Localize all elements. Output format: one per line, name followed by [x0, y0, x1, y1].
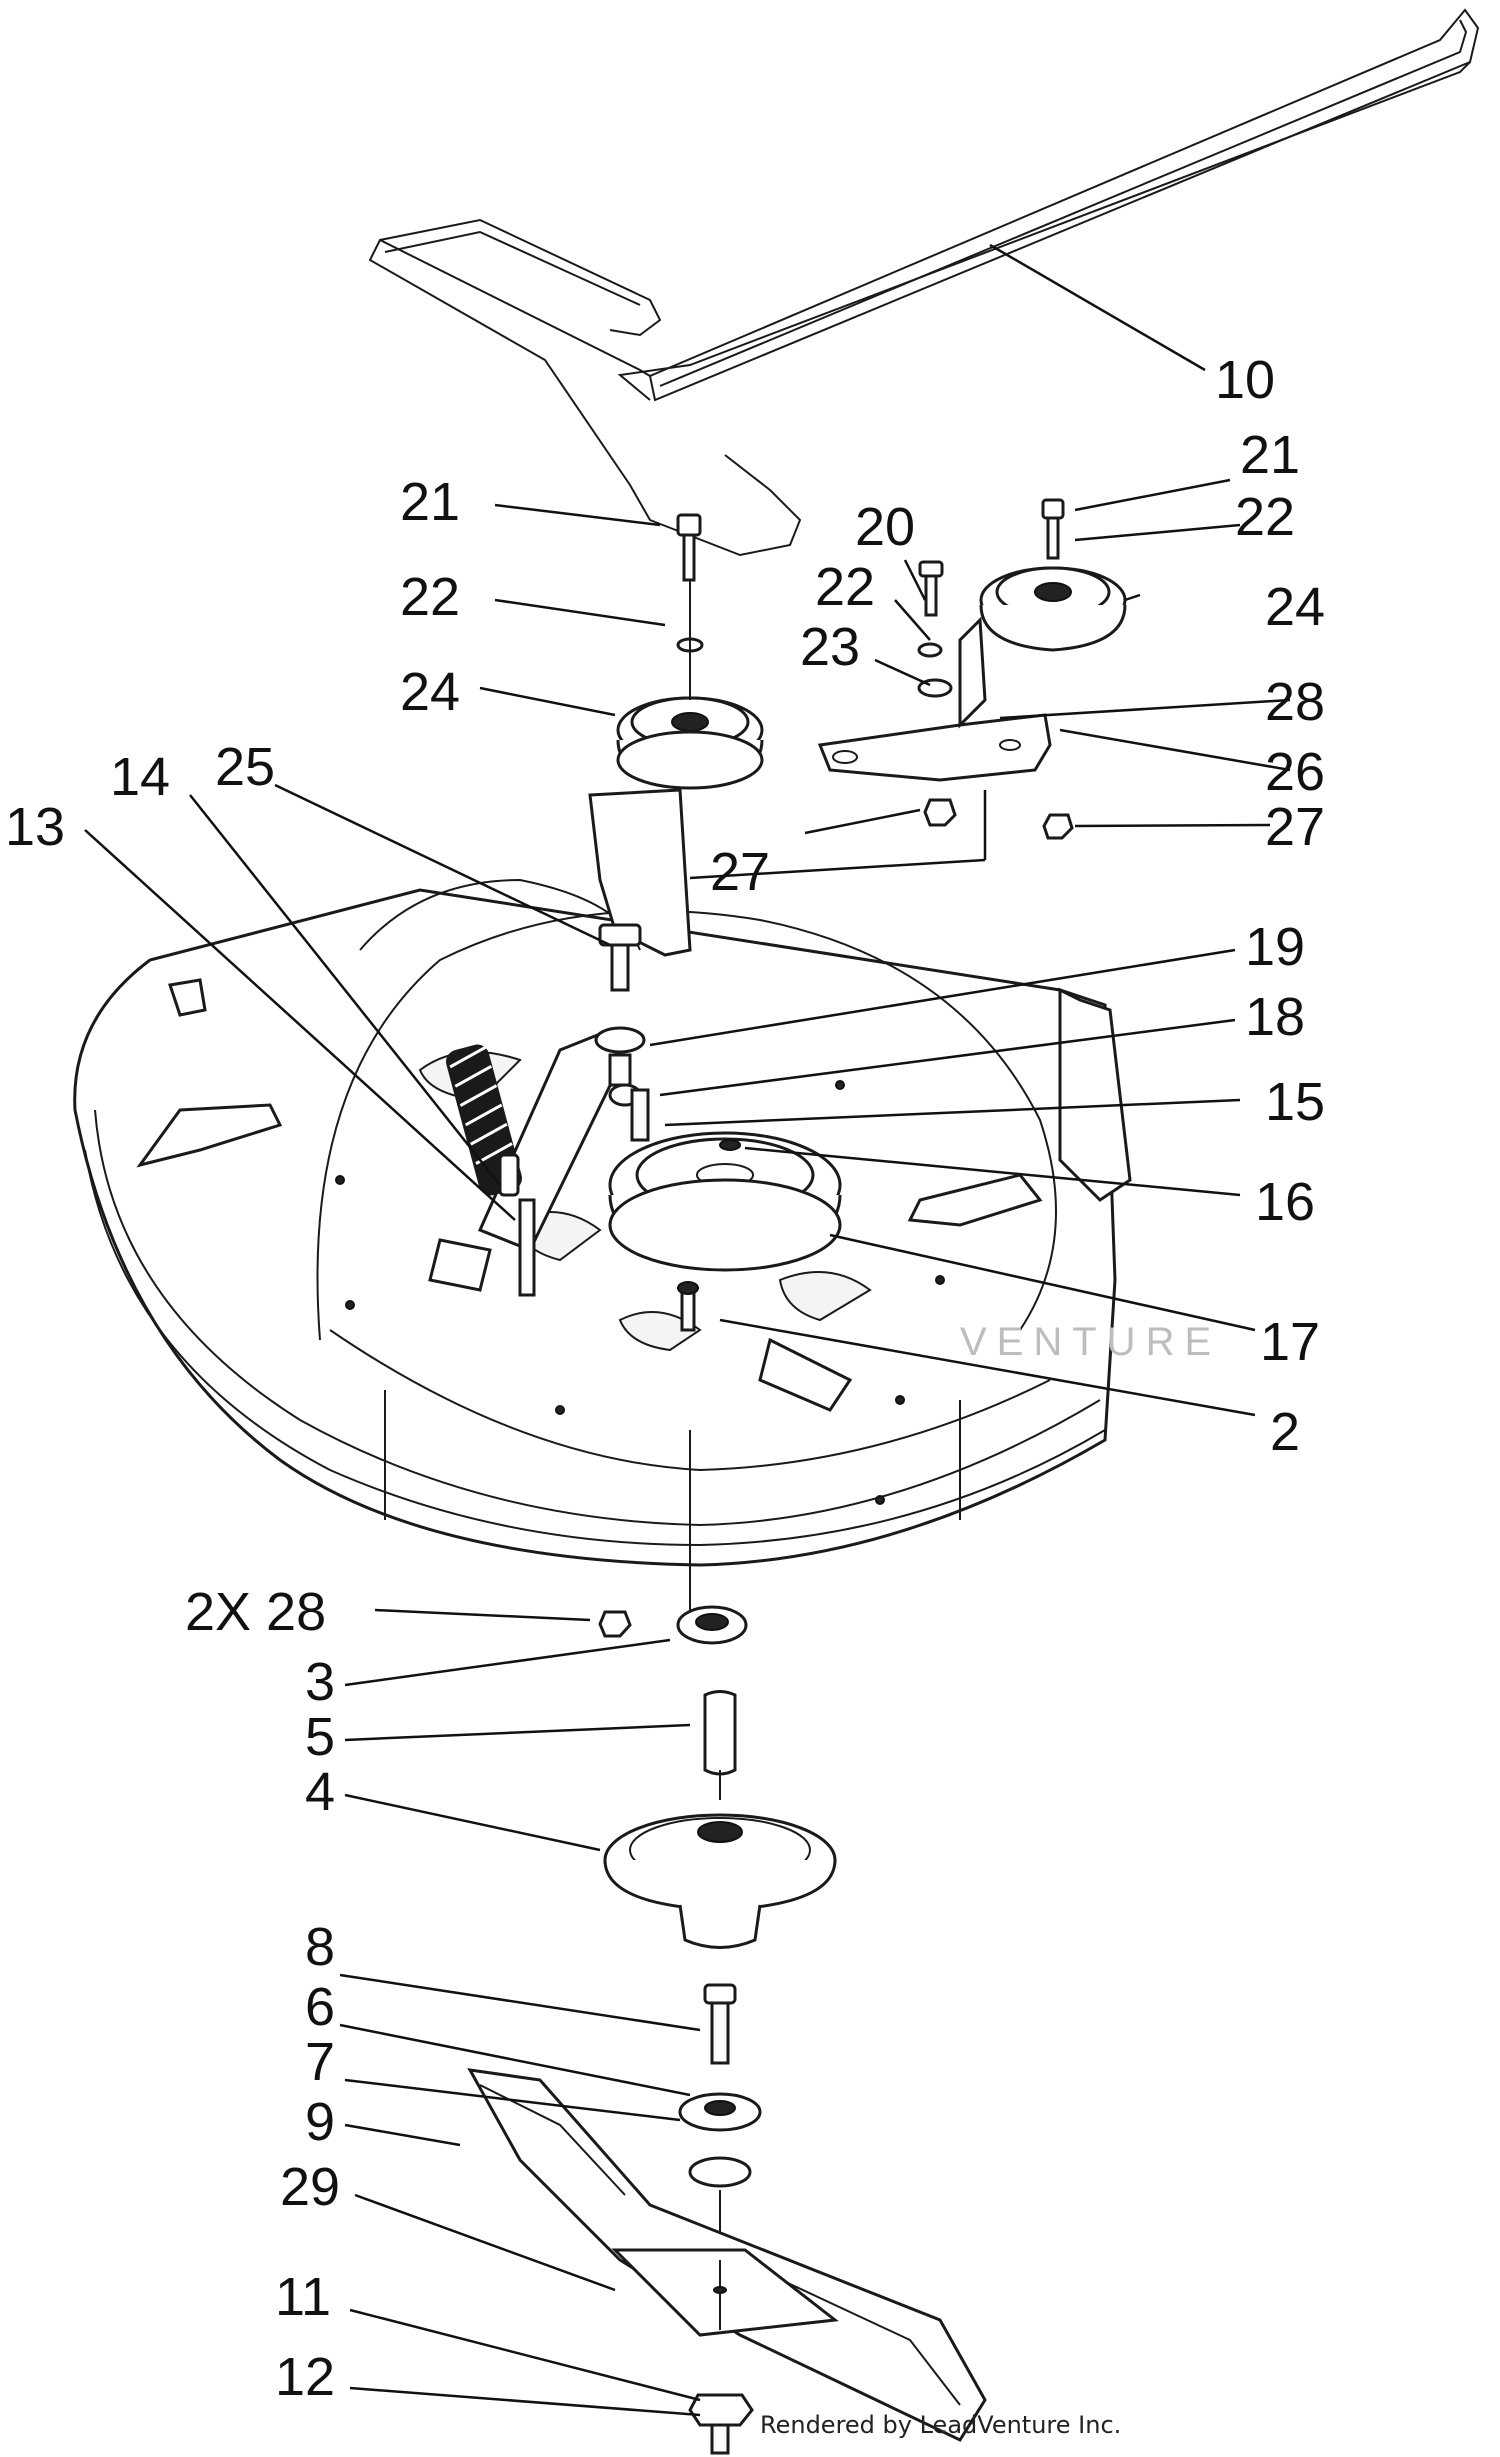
callout-10: 10 [1215, 350, 1275, 410]
callout-22-center: 22 [815, 557, 875, 617]
spindle-pulley-stack [594, 1026, 842, 1332]
callout-9: 9 [305, 2092, 335, 2152]
callout-2x28: 2X 28 [185, 1582, 326, 1642]
lower-spindle-stack [598, 1560, 837, 2240]
callout-4: 4 [305, 1762, 335, 1822]
right-idler-bracket-stack [817, 498, 1127, 840]
callout-17: 17 [1260, 1312, 1320, 1372]
callout-27-right: 27 [1265, 797, 1325, 857]
callout-20: 20 [855, 497, 915, 557]
leader-lines [84, 243, 1291, 2417]
callout-14: 14 [110, 747, 170, 807]
callout-11: 11 [275, 2267, 331, 2327]
callout-labels: 10 21 21 22 22 20 22 23 24 24 28 26 27 2… [5, 350, 1325, 2407]
callout-13: 13 [5, 797, 65, 857]
callout-15: 15 [1265, 1072, 1325, 1132]
callout-21-right: 21 [1240, 425, 1300, 485]
callout-19: 19 [1245, 917, 1305, 977]
callout-22-right: 22 [1235, 487, 1295, 547]
callout-24-left: 24 [400, 662, 460, 722]
callout-24-right: 24 [1265, 577, 1325, 637]
left-idler-stack [616, 513, 764, 790]
callout-27-center: 27 [710, 842, 770, 902]
callout-18: 18 [1245, 987, 1305, 1047]
callout-12: 12 [275, 2347, 335, 2407]
callout-16: 16 [1255, 1172, 1315, 1232]
drive-belt [368, 8, 1480, 557]
idler-arm-spring [446, 788, 692, 1297]
render-credit: Rendered by LeadVenture Inc. [760, 2411, 1121, 2439]
callout-28: 28 [1265, 672, 1325, 732]
callout-6: 6 [305, 1977, 335, 2037]
callout-21-left: 21 [400, 472, 460, 532]
callout-5: 5 [305, 1707, 335, 1767]
callout-22-left: 22 [400, 567, 460, 627]
callout-3: 3 [305, 1652, 335, 1712]
callout-25: 25 [215, 737, 275, 797]
callout-29: 29 [280, 2157, 340, 2217]
callout-2: 2 [1270, 1402, 1300, 1462]
callout-23: 23 [800, 617, 860, 677]
callout-7: 7 [305, 2032, 335, 2092]
callout-26: 26 [1265, 742, 1325, 802]
deck-watermark: VENTURE [960, 1320, 1221, 1364]
callout-8: 8 [305, 1917, 335, 1977]
mower-deck-shell: VENTURE [73, 878, 1221, 1567]
